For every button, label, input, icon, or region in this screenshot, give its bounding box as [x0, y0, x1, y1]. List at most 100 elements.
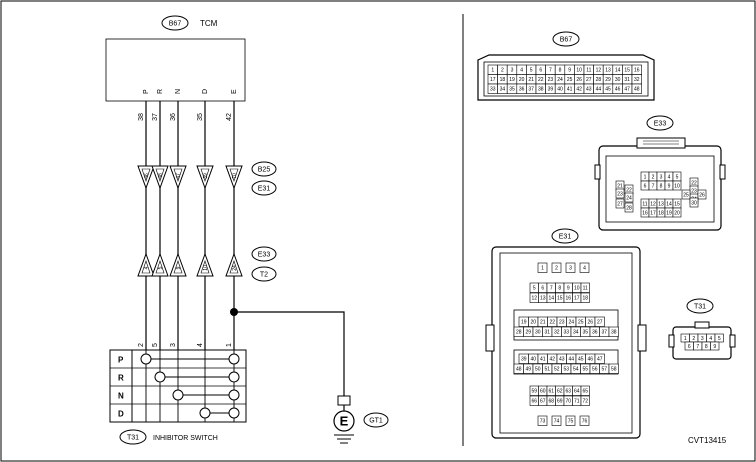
pin-number: 19: [521, 320, 527, 326]
switch-pin-number: 1: [226, 343, 233, 347]
pin-number: 49: [525, 367, 531, 373]
pin-number: 48: [634, 87, 640, 93]
connector-terminal-inner: [229, 168, 239, 182]
pin-number: 43: [586, 87, 592, 93]
pin-number: 5: [533, 286, 536, 292]
pin-number: 73: [540, 419, 546, 425]
pin-number: 57: [601, 367, 607, 373]
pin-number: 42: [549, 357, 555, 363]
connector-terminal-inner: [200, 260, 210, 274]
pin-number: 29: [605, 77, 611, 83]
pin-number: 3: [569, 266, 572, 272]
pin-cell: [580, 282, 590, 293]
pin-number: 55: [582, 367, 588, 373]
pin-number: 25: [578, 320, 584, 326]
pin-number: 4: [583, 266, 586, 272]
connector-terminal: [137, 252, 155, 277]
pin-number: 24: [557, 77, 563, 83]
pin-number: 52: [554, 367, 560, 373]
connector-pin-number: 39: [203, 173, 209, 179]
pin-number: 3: [511, 68, 514, 74]
tcm-pin-number: 38: [138, 113, 145, 121]
pin-cell: [615, 198, 625, 209]
pin-number: 46: [587, 357, 593, 363]
pin-number: 21: [540, 320, 546, 326]
pin-cell: [565, 415, 576, 426]
pin-number: 23: [548, 77, 554, 83]
pin-cell: [615, 188, 625, 199]
connector-pin-number: 70: [232, 173, 238, 179]
tcm-code: B67: [169, 21, 182, 28]
connector-terminal: [151, 165, 169, 190]
pin-cell: [580, 395, 590, 406]
tcm-pin-signal: P: [143, 89, 150, 94]
tcm-pin-signal: E: [231, 89, 238, 94]
pin-number: 23: [559, 320, 565, 326]
pin-number: 20: [674, 210, 680, 216]
connector-pin-number: 10: [203, 265, 209, 271]
pin-cell: [710, 341, 720, 351]
pin-number: 76: [582, 419, 588, 425]
connector-terminal-inner: [229, 260, 239, 274]
connector-terminal-inner: [200, 168, 210, 182]
pin-number: 9: [567, 286, 570, 292]
pin-number: 35: [509, 87, 515, 93]
connector-terminal-inner: [141, 168, 151, 182]
pin-number: 8: [559, 68, 562, 74]
pin-number: 17: [650, 210, 656, 216]
tcm-label: B67 TCM: [161, 15, 218, 31]
pin-number: 6: [644, 183, 647, 189]
pin-number: 7: [550, 286, 553, 292]
switch-contact: [172, 389, 184, 401]
pin-number: 28: [596, 77, 602, 83]
pin-number: 2: [652, 174, 655, 180]
tcm-pin-number: 42: [226, 113, 233, 121]
pin-number: 19: [666, 210, 672, 216]
pin-number: 31: [624, 77, 630, 83]
pin-number: 18: [658, 210, 664, 216]
pin-number: 16: [565, 296, 571, 302]
connector-terminal: [151, 252, 169, 277]
connector-b25-label: B25: [258, 167, 271, 174]
pin-number: 6: [541, 286, 544, 292]
pin-number: 2: [555, 266, 558, 272]
pin-number: 22: [691, 180, 697, 186]
pin-number: 5: [676, 174, 679, 180]
switch-code: T31: [127, 435, 139, 442]
pin-number: 14: [548, 296, 554, 302]
pin-number: 44: [568, 357, 574, 363]
pin-number: 15: [624, 68, 630, 74]
pin-number: 30: [615, 77, 621, 83]
pin-number: 36: [519, 87, 525, 93]
pin-number: 36: [592, 330, 598, 336]
pin-cell: [672, 207, 682, 218]
pin-cell: [631, 83, 642, 94]
pin-cell: [579, 262, 590, 273]
pin-number: 13: [658, 201, 664, 207]
pin-number: 6: [688, 344, 691, 350]
pin-number: 5: [718, 336, 721, 342]
pin-number: 54: [573, 367, 579, 373]
t31-view-label: T31: [694, 304, 706, 311]
pin-cell: [608, 326, 619, 337]
pin-number: 3: [701, 336, 704, 342]
harness-wires: [145, 101, 235, 350]
pin-cell: [697, 189, 707, 200]
pin-number: 12: [596, 68, 602, 74]
switch-pin-number: 3: [170, 343, 177, 347]
pin-cell: [689, 197, 699, 208]
switch-pin-number: 5: [152, 343, 159, 347]
switch-contact: [199, 407, 211, 419]
switch-contact: [228, 353, 240, 365]
pin-number: 30: [691, 200, 697, 206]
pin-number: 14: [666, 201, 672, 207]
pin-number: 67: [540, 399, 546, 405]
pin-number: 70: [565, 399, 571, 405]
pin-number: 8: [705, 344, 708, 350]
tcm-pin-signal: N: [175, 89, 182, 94]
pin-number: 28: [516, 330, 522, 336]
